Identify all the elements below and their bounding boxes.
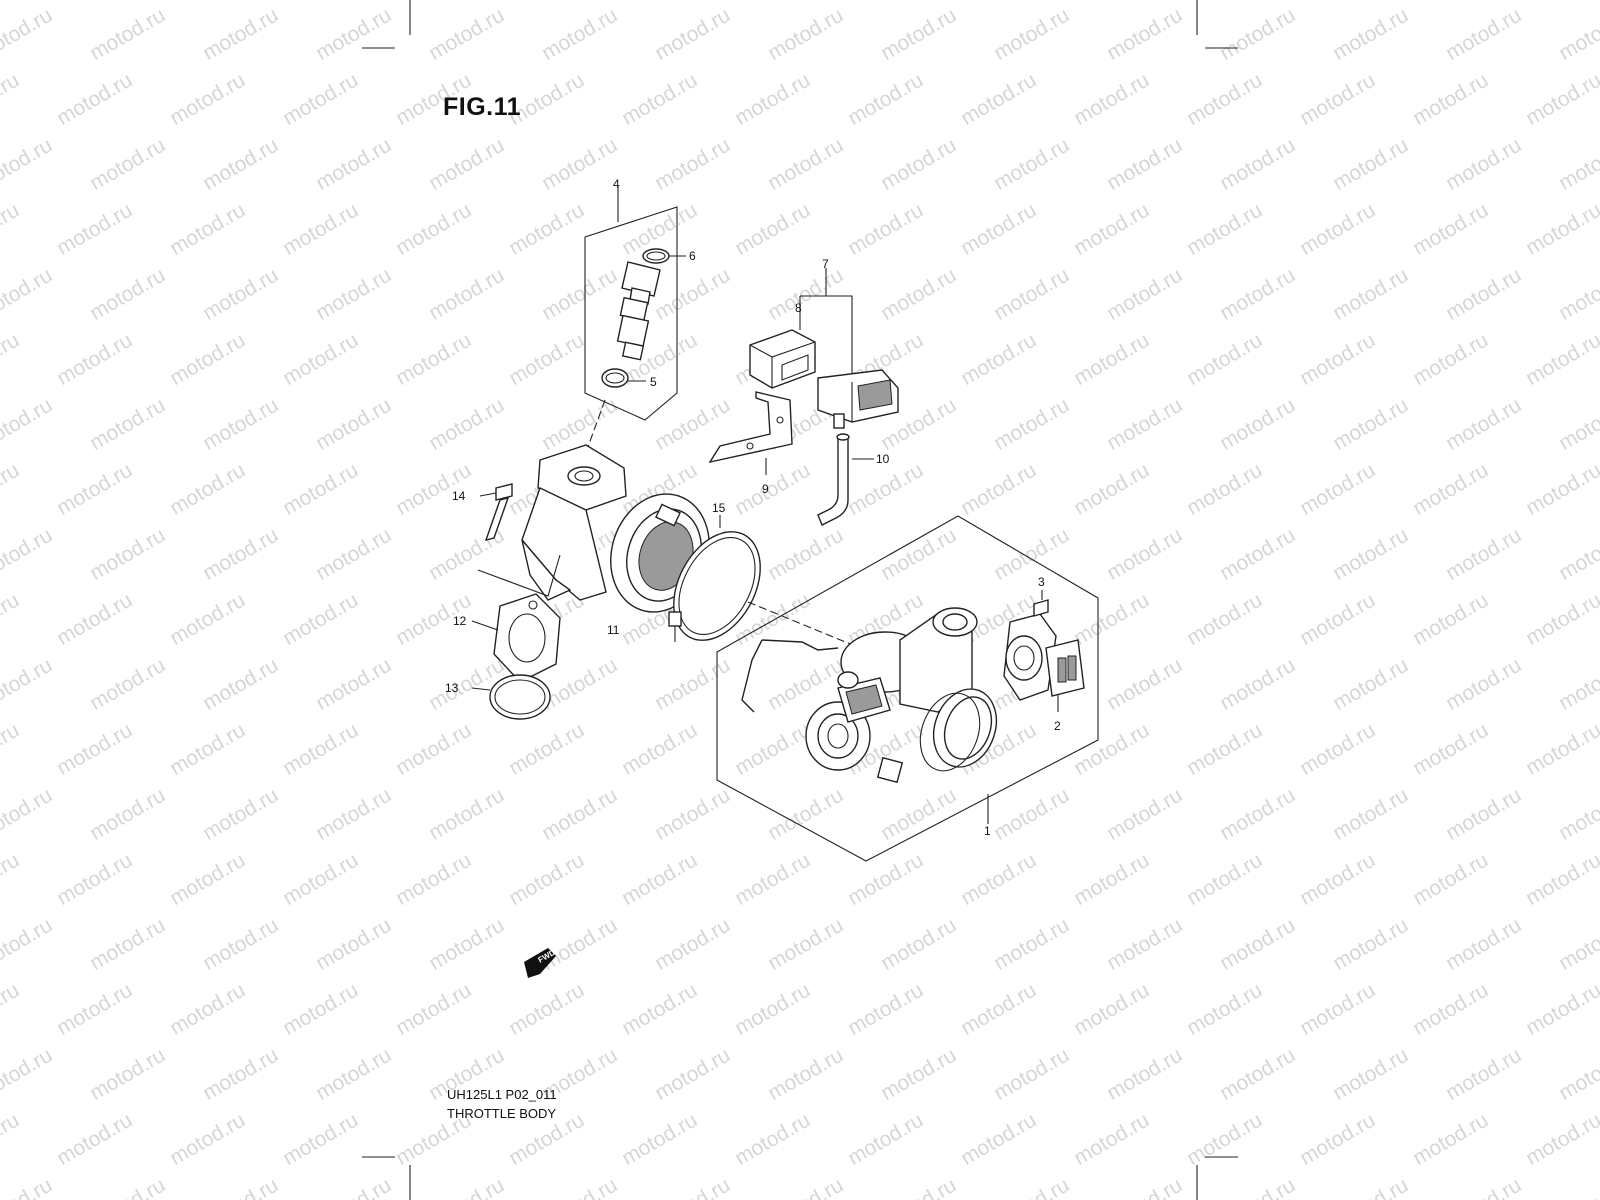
callout-3: 3 (1038, 575, 1045, 589)
screw (1033, 590, 1049, 617)
callout-10: 10 (876, 452, 890, 466)
callout-13: 13 (445, 681, 459, 695)
throttle-position-sensor (1003, 613, 1085, 712)
callout-15: 15 (712, 501, 726, 515)
callout-4: 4 (613, 177, 620, 191)
vacuum-hose (817, 433, 850, 526)
throttle-body-assembly (716, 515, 1099, 862)
alignment-line (747, 601, 861, 649)
callout-2: 2 (1054, 719, 1061, 733)
sensor-assembly (708, 268, 899, 526)
callout-6: 6 (689, 249, 696, 263)
figure-title: FIG.11 (443, 93, 522, 121)
callout-9: 9 (762, 482, 769, 496)
bolt (479, 483, 513, 541)
sensor-bracket (708, 391, 793, 464)
callout-8: 8 (795, 301, 802, 315)
o-ring-lower (601, 368, 629, 388)
callout-1: 1 (984, 824, 991, 838)
drawing-caption: THROTTLE BODY (447, 1106, 557, 1121)
pressure-sensor (817, 369, 899, 429)
forward-direction-arrow: FWD (524, 948, 557, 978)
intake-o-ring (471, 674, 551, 720)
injector-assembly (584, 186, 686, 456)
callout-labels: 1 2 3 4 5 6 7 8 9 10 11 12 13 14 15 (445, 177, 1061, 838)
throttle-body (805, 607, 998, 784)
callout-5: 5 (650, 375, 657, 389)
drawing-code: UH125L1 P02_011 (447, 1087, 557, 1102)
callout-7: 7 (822, 257, 829, 271)
callout-12: 12 (453, 614, 467, 628)
fuel-injector (616, 261, 661, 361)
sensor-cover (749, 329, 816, 389)
callout-14: 14 (452, 489, 466, 503)
callout-11: 11 (607, 623, 620, 637)
crop-marks (362, 0, 1238, 1200)
insulator-gasket (471, 593, 561, 683)
hose-clamp (668, 515, 761, 642)
